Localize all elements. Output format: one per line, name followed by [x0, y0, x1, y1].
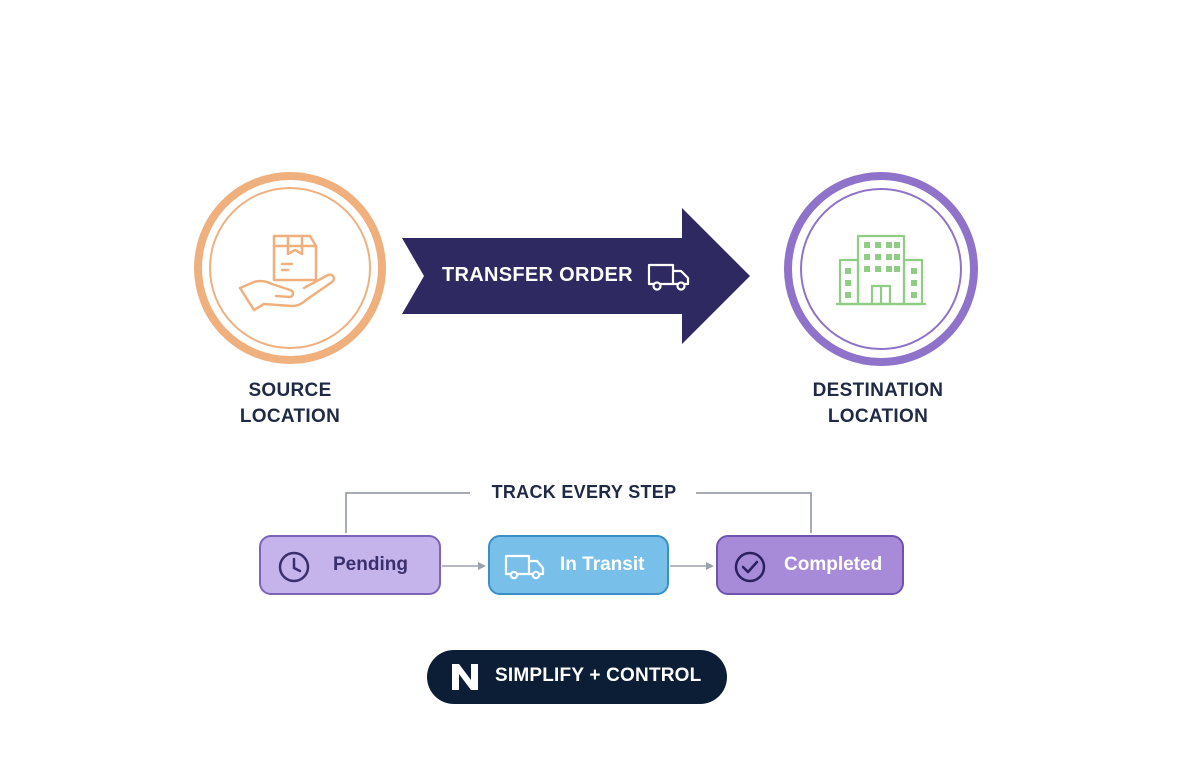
status-label-pending: Pending — [333, 554, 408, 575]
source-circle — [194, 172, 386, 364]
connector-transit-completed — [670, 562, 714, 570]
hand-package-icon — [238, 234, 336, 312]
destination-circle — [784, 172, 978, 366]
destination-label-line1: DESTINATION — [812, 380, 944, 401]
destination-circle-inner — [800, 188, 962, 350]
brand-logo-icon — [452, 664, 478, 690]
badge-label: SIMPLIFY + CONTROL — [495, 665, 702, 686]
status-label-in-transit: In Transit — [560, 554, 645, 575]
source-label: SOURCE LOCATION — [200, 378, 380, 430]
source-circle-inner — [209, 187, 371, 349]
building-icon — [836, 234, 926, 306]
status-step-in-transit: In Transit — [488, 535, 669, 595]
status-step-completed: Completed — [716, 535, 904, 595]
clock-icon — [278, 551, 310, 583]
destination-label-line2: LOCATION — [827, 406, 929, 427]
destination-label: DESTINATION LOCATION — [780, 378, 976, 430]
truck-icon — [647, 263, 690, 291]
transfer-arrow — [402, 208, 750, 344]
source-label-line2: LOCATION — [239, 406, 341, 427]
connector-pending-transit — [442, 562, 486, 570]
status-step-pending: Pending — [259, 535, 441, 595]
source-label-line1: SOURCE — [248, 380, 332, 401]
truck-icon — [504, 554, 545, 580]
status-label-completed: Completed — [784, 554, 883, 575]
transfer-order-label: TRANSFER ORDER — [442, 264, 633, 286]
track-every-step-title: TRACK EVERY STEP — [491, 482, 677, 502]
check-circle-icon — [734, 551, 766, 583]
simplify-control-badge: SIMPLIFY + CONTROL — [427, 650, 727, 704]
